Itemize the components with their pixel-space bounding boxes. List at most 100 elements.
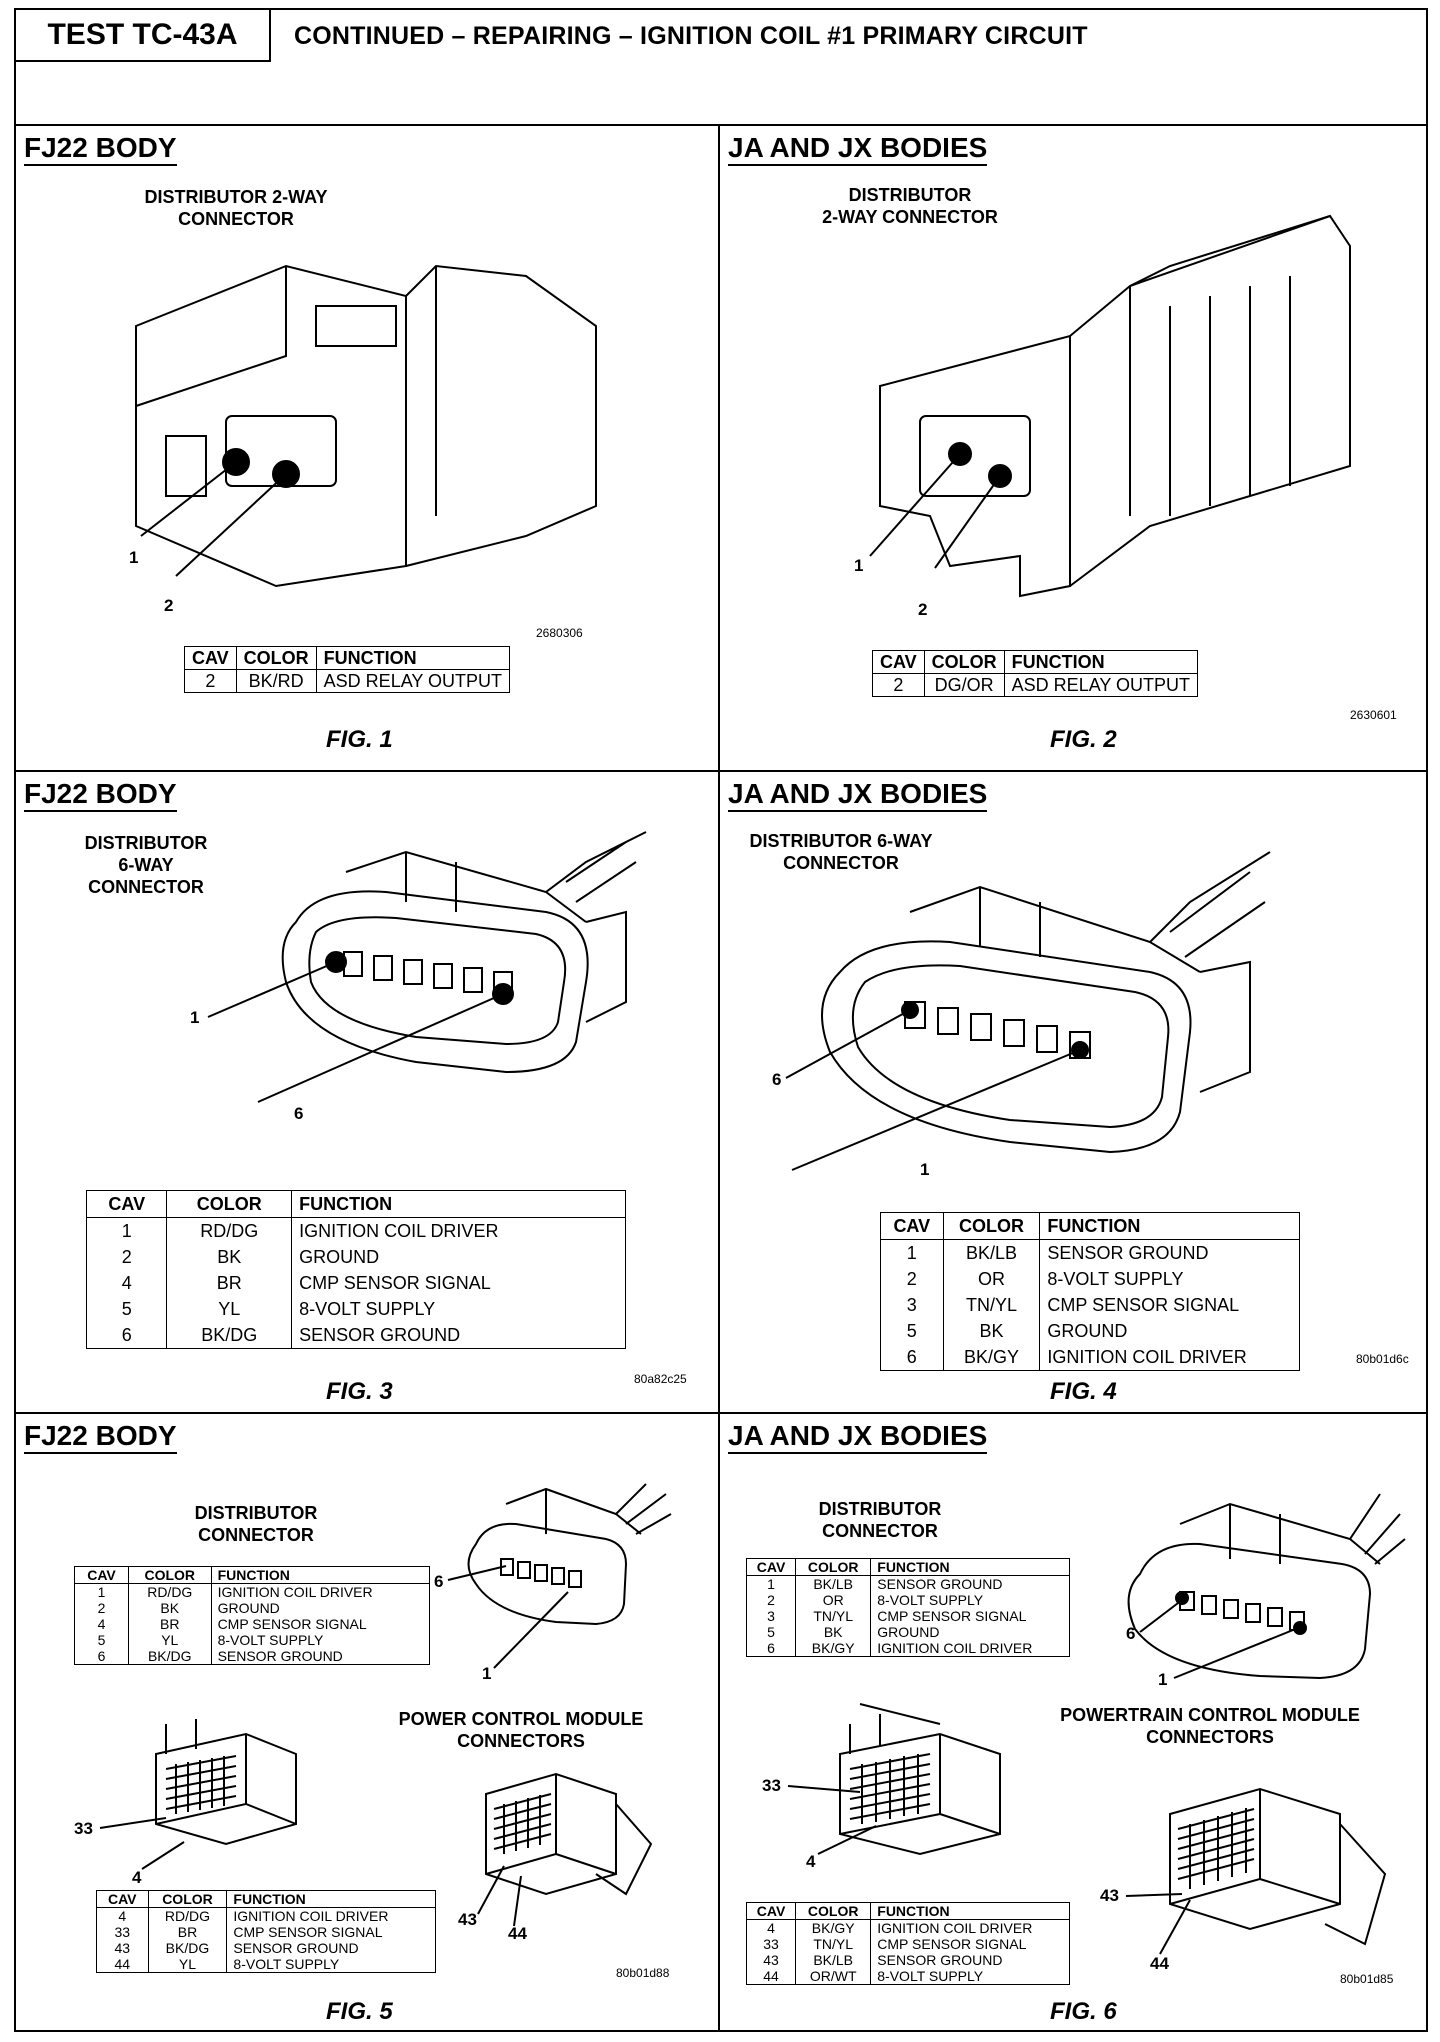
pcm-pin-label: 43 bbox=[1100, 1886, 1119, 1905]
pin-label: 6 bbox=[294, 1104, 304, 1123]
col-header: CAV bbox=[880, 1212, 944, 1240]
col-header: FUNCTION bbox=[315, 646, 511, 670]
drawing-code: 2630601 bbox=[1350, 708, 1397, 722]
table-cell: 44 bbox=[745, 1968, 797, 1985]
table-cell: 2 bbox=[872, 673, 925, 697]
col-header: COLOR bbox=[923, 650, 1005, 674]
panel-fig-4: JA AND JX BODIES DISTRIBUTOR 6-WAY CONNE… bbox=[720, 772, 1428, 1412]
drawing-code: 2680306 bbox=[536, 626, 583, 640]
table-cell: DG/OR bbox=[923, 673, 1005, 697]
pcm-connector-33-illustration bbox=[155, 1719, 297, 1846]
pin-label: 2 bbox=[164, 596, 174, 615]
table-cell: OR bbox=[795, 1592, 872, 1608]
pin-label: 1 bbox=[482, 1664, 492, 1683]
table-cell: BR bbox=[147, 1924, 228, 1940]
col-header: FUNCTION bbox=[210, 1566, 431, 1584]
table-cell: 2 bbox=[85, 1244, 168, 1270]
grid-divider bbox=[16, 124, 1426, 126]
figure-label: FIG. 5 bbox=[326, 1998, 393, 2025]
table-cell: BK/GY bbox=[795, 1640, 872, 1657]
table-cell: IGNITION COIL DRIVER bbox=[870, 1919, 1070, 1936]
table-cell: RD/DG bbox=[127, 1583, 212, 1600]
pin-label: 1 bbox=[854, 556, 864, 575]
table-cell: RD/DG bbox=[147, 1907, 228, 1924]
table-cell: CMP SENSOR SIGNAL bbox=[226, 1924, 436, 1940]
table-cell: CMP SENSOR SIGNAL bbox=[210, 1616, 431, 1632]
table-cell: CMP SENSOR SIGNAL bbox=[870, 1608, 1070, 1624]
sheet-header: TEST TC-43A CONTINUED – REPAIRING – IGNI… bbox=[16, 10, 1426, 62]
pin-label: 2 bbox=[918, 600, 928, 619]
table-cell: SENSOR GROUND bbox=[870, 1952, 1070, 1968]
distributor-6way-connector-illustration bbox=[281, 831, 647, 1074]
service-sheet: TEST TC-43A CONTINUED – REPAIRING – IGNI… bbox=[14, 8, 1428, 2032]
table-cell: SENSOR GROUND bbox=[210, 1648, 431, 1665]
pin-label: 6 bbox=[434, 1572, 444, 1591]
table-cell: 2 bbox=[184, 669, 237, 693]
table-cell: IGNITION COIL DRIVER bbox=[1039, 1344, 1300, 1371]
panel-title: JA AND JX BODIES bbox=[728, 1420, 988, 1454]
grid-divider bbox=[16, 770, 1426, 772]
table-cell: 6 bbox=[85, 1322, 168, 1349]
col-header: COLOR bbox=[942, 1212, 1041, 1240]
col-header: FUNCTION bbox=[1003, 650, 1199, 674]
panel-title: FJ22 BODY bbox=[24, 132, 177, 166]
table-cell: BK/LB bbox=[795, 1575, 872, 1592]
table-cell: BK/GY bbox=[942, 1344, 1041, 1371]
page-title: CONTINUED – REPAIRING – IGNITION COIL #1… bbox=[294, 22, 1088, 50]
connector-label: DISTRIBUTOR 6-WAY CONNECTOR bbox=[749, 831, 933, 873]
col-header: FUNCTION bbox=[1039, 1212, 1300, 1240]
col-header: COLOR bbox=[235, 646, 317, 670]
table-cell: 44 bbox=[96, 1956, 149, 1973]
table-cell: BK/GY bbox=[795, 1919, 872, 1936]
panel-fig-2: JA AND JX BODIES DISTRIBUTOR 2-WAY CONNE… bbox=[720, 126, 1428, 770]
table-cell: 33 bbox=[96, 1924, 149, 1940]
table-cell: SENSOR GROUND bbox=[1039, 1239, 1300, 1266]
table-cell: 3 bbox=[880, 1292, 944, 1318]
figure-label: FIG. 1 bbox=[326, 726, 393, 753]
table-cell: ASD RELAY OUTPUT bbox=[315, 669, 511, 693]
connector-label: DISTRIBUTOR CONNECTOR bbox=[194, 1503, 318, 1545]
connector-label: DISTRIBUTOR 6-WAY CONNECTOR bbox=[84, 833, 208, 897]
col-header: COLOR bbox=[166, 1190, 293, 1218]
table-cell: 5 bbox=[85, 1296, 168, 1322]
table-cell: BK/LB bbox=[942, 1239, 1041, 1266]
table-cell: 1 bbox=[74, 1583, 129, 1600]
drawing-code: 80b01d6c bbox=[1356, 1352, 1409, 1366]
table-cell: SENSOR GROUND bbox=[870, 1575, 1070, 1592]
table-cell: BR bbox=[166, 1270, 293, 1296]
table-cell: 8-VOLT SUPPLY bbox=[870, 1968, 1070, 1985]
pcm-leader-lines bbox=[99, 1817, 522, 1927]
col-header: COLOR bbox=[795, 1902, 872, 1920]
panel-fig-6: JA AND JX BODIES DISTRIBUTOR CONNECTOR C… bbox=[720, 1414, 1428, 2032]
pcm-label: POWER CONTROL MODULE CONNECTORS bbox=[398, 1709, 644, 1751]
table-cell: 43 bbox=[745, 1952, 797, 1968]
distributor-connector-illustration bbox=[467, 1483, 672, 1626]
connector-label: DISTRIBUTOR 2-WAY CONNECTOR bbox=[822, 185, 998, 227]
distributor-2way-connector-illustration bbox=[869, 214, 1351, 598]
col-header: FUNCTION bbox=[870, 1558, 1070, 1576]
figure-label: FIG. 3 bbox=[326, 1378, 393, 1405]
pcm-pin-label: 33 bbox=[762, 1776, 781, 1795]
col-header: FUNCTION bbox=[226, 1890, 436, 1908]
table-cell: 8-VOLT SUPPLY bbox=[291, 1296, 626, 1322]
col-header: COLOR bbox=[147, 1890, 228, 1908]
table-cell: IGNITION COIL DRIVER bbox=[291, 1217, 626, 1244]
table-cell: 8-VOLT SUPPLY bbox=[226, 1956, 436, 1973]
table-cell: 3 bbox=[745, 1608, 797, 1624]
